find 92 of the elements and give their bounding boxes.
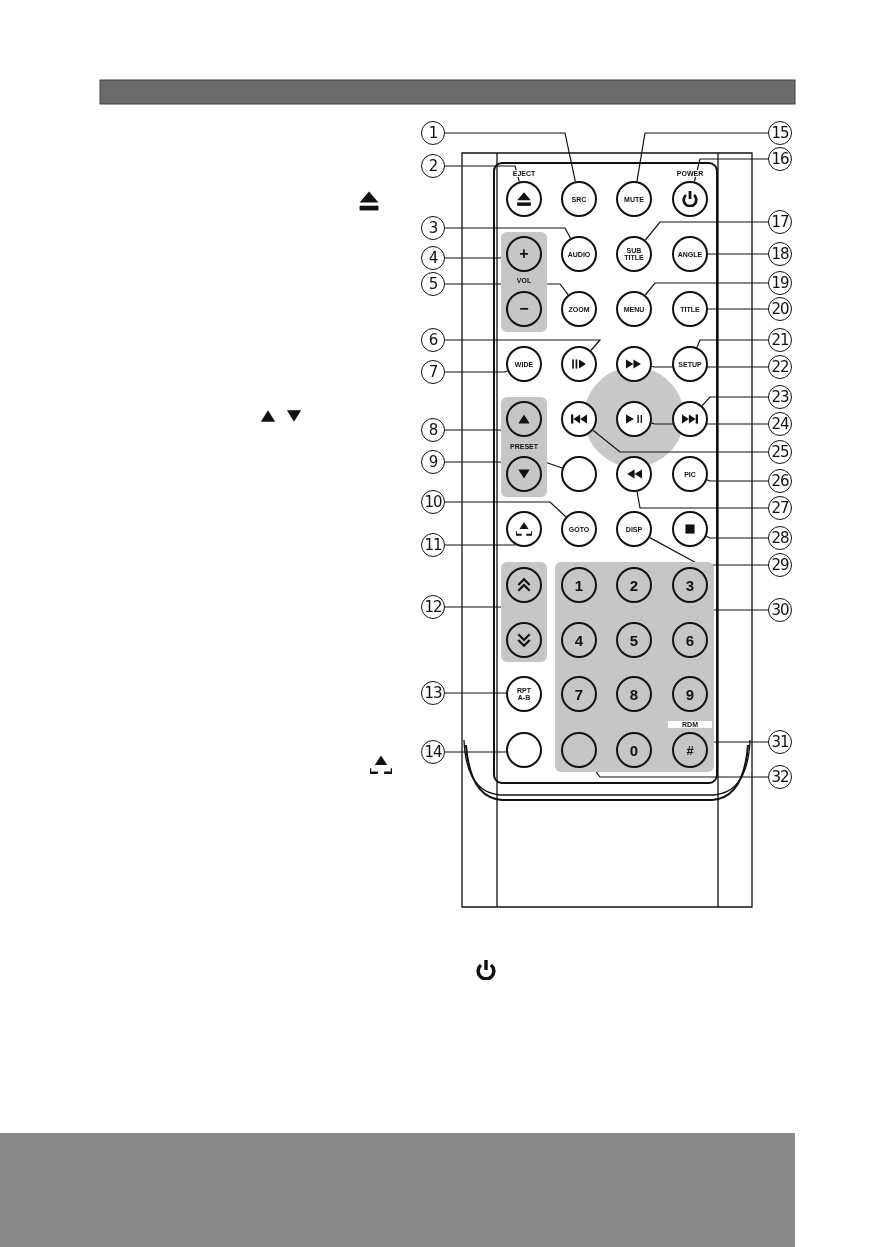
remote-button: 2 [616, 567, 652, 603]
leader-line [636, 132, 769, 182]
leader-line [444, 692, 507, 694]
slow-play-button [561, 346, 597, 382]
remote-button: 4 [561, 622, 597, 658]
leader-line [444, 257, 502, 259]
callout-number: 30 [768, 598, 792, 622]
callout-number: 32 [768, 765, 792, 789]
triangle-bracket-button [506, 511, 542, 547]
leader-line [444, 606, 502, 608]
callout-number: 23 [768, 385, 792, 409]
leader-line [444, 227, 572, 239]
callout-number: 6 [421, 328, 445, 352]
button-panel [501, 232, 547, 332]
remote-button: 1 [561, 567, 597, 603]
callout-number: 15 [768, 121, 792, 145]
remote-button: 5 [616, 622, 652, 658]
fast-forward-button [616, 346, 652, 382]
remote-button: − [506, 291, 542, 327]
leader-line [651, 365, 769, 368]
callout-number: 25 [768, 440, 792, 464]
callout-number: 9 [421, 450, 445, 474]
leader-line [693, 158, 769, 183]
remote-button: + [506, 236, 542, 272]
callout-number: 4 [421, 246, 445, 270]
leader-line [444, 370, 508, 373]
callout-number: 11 [421, 533, 445, 557]
callout-number: 13 [421, 681, 445, 705]
remote-button: 9 [672, 676, 708, 712]
down-arrow-button [506, 456, 542, 492]
button-panel [555, 562, 714, 772]
leader-line [592, 429, 769, 453]
callout-number: 2 [421, 154, 445, 178]
callout-number: 12 [421, 595, 445, 619]
callout-number: 19 [768, 271, 792, 295]
callout-number: 17 [768, 210, 792, 234]
leader-line [650, 422, 769, 425]
button-panel [501, 562, 547, 662]
callout-number: 21 [768, 328, 792, 352]
leader-line [444, 751, 507, 753]
callout-number: 28 [768, 526, 792, 550]
leader-line [444, 544, 516, 546]
remote-button: 0 [616, 732, 652, 768]
callout-number: 16 [768, 147, 792, 171]
remote-button: 7 [561, 676, 597, 712]
callout-number: 26 [768, 469, 792, 493]
remote-button: 3 [672, 567, 708, 603]
callout-number: 5 [421, 272, 445, 296]
callout-number: 3 [421, 216, 445, 240]
leader-line [644, 221, 769, 241]
leader-line [444, 165, 520, 183]
double-up-chevron-button [506, 567, 542, 603]
button-panel [501, 397, 547, 497]
callout-number: 22 [768, 355, 792, 379]
remote-button [506, 732, 542, 768]
leader-line [707, 308, 769, 310]
remote-button: 6 [672, 622, 708, 658]
callout-number: 18 [768, 242, 792, 266]
leader-line [644, 282, 769, 296]
leader-line [701, 396, 769, 407]
callout-number: 8 [421, 418, 445, 442]
callout-number: 7 [421, 360, 445, 384]
leader-line [706, 479, 769, 482]
rewind-button [616, 456, 652, 492]
callout-number: 10 [421, 490, 445, 514]
leader-line [707, 253, 769, 255]
leader-line [649, 537, 769, 566]
next-track-button [672, 401, 708, 437]
remote-button: # [672, 732, 708, 768]
previous-track-button [561, 401, 597, 437]
callout-number: 24 [768, 412, 792, 436]
remote-button [561, 732, 597, 768]
callout-number: 1 [421, 121, 445, 145]
leader-line [444, 429, 502, 431]
callout-number: 14 [421, 740, 445, 764]
leader-line [444, 339, 602, 352]
leader-line [444, 283, 569, 296]
stop-button [672, 511, 708, 547]
up-arrow-button [506, 401, 542, 437]
callout-number: 27 [768, 496, 792, 520]
callout-number: 29 [768, 553, 792, 577]
callout-number: 31 [768, 730, 792, 754]
remote-button [561, 456, 597, 492]
leader-line [696, 339, 769, 348]
leader-line [705, 535, 769, 539]
remote-button: 8 [616, 676, 652, 712]
double-down-chevron-button [506, 622, 542, 658]
callout-number: 20 [768, 297, 792, 321]
leader-line [713, 609, 769, 611]
leader-line [444, 132, 576, 182]
leader-line [444, 501, 567, 518]
leader-line [636, 491, 769, 509]
